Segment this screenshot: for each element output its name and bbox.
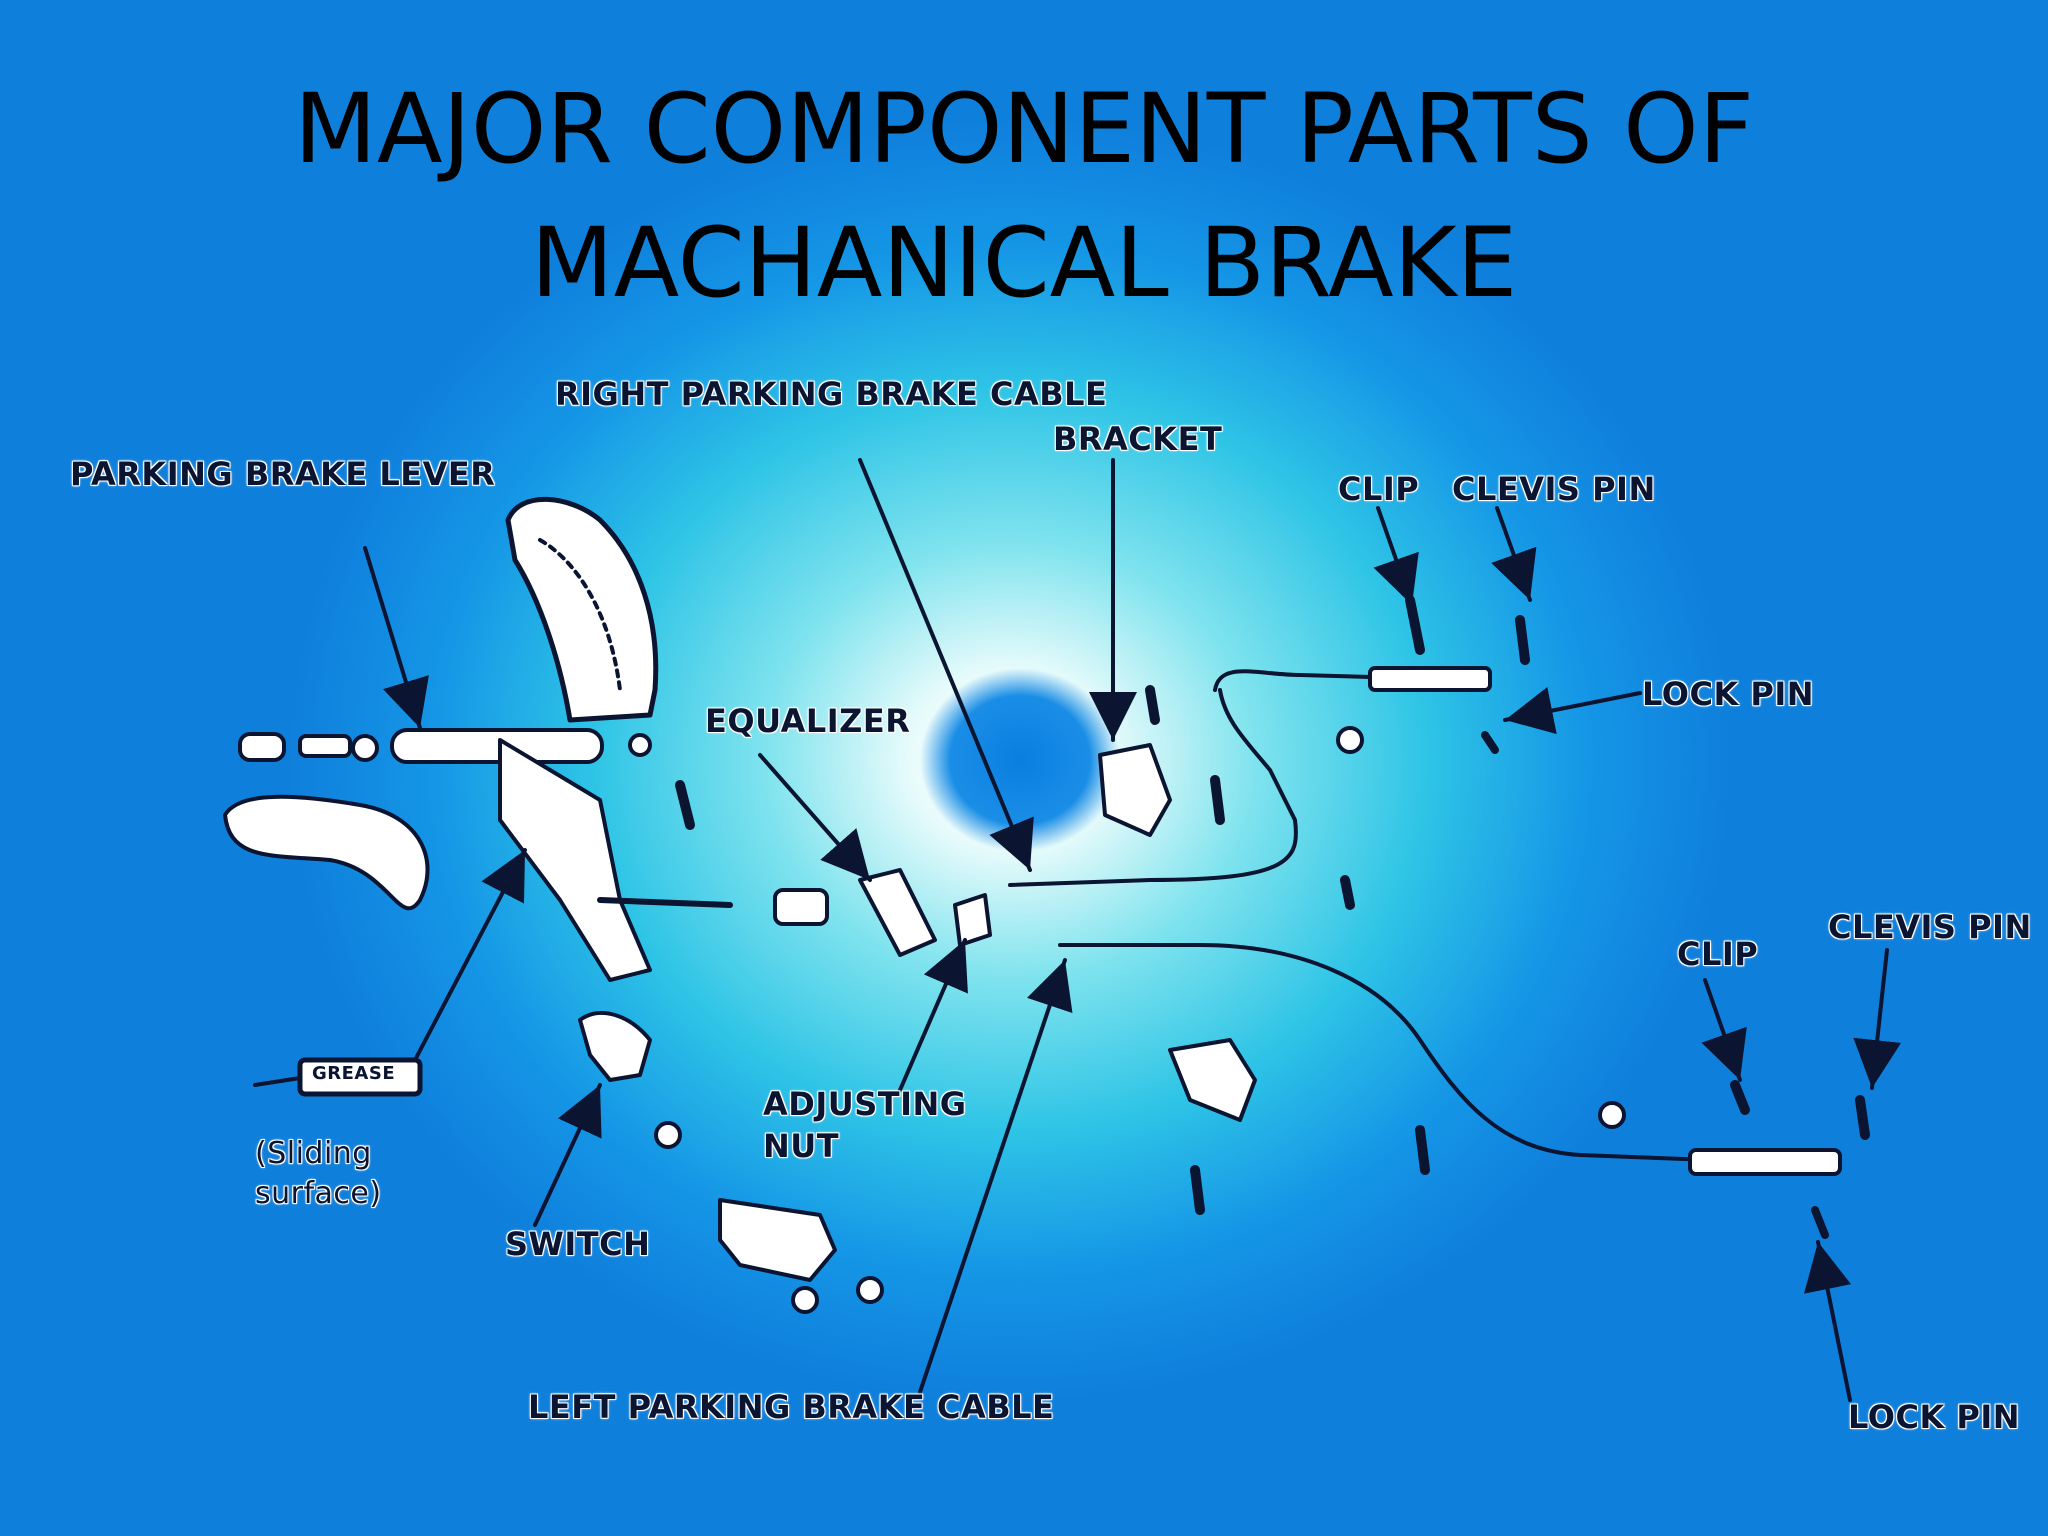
leader-lock-bottom — [1804, 1240, 1852, 1402]
label-adjusting-nut-1: ADJUSTING — [763, 1085, 967, 1123]
leader-clip-bottom — [1701, 978, 1747, 1082]
label-right-parking-brake-cable: RIGHT PARKING BRAKE CABLE — [555, 375, 1108, 413]
label-bracket: BRACKET — [1053, 420, 1223, 458]
equalizer-part — [773, 868, 937, 957]
label-grease: GREASE — [312, 1063, 396, 1084]
bracket-part — [1098, 743, 1172, 837]
center-spot — [920, 668, 1120, 852]
title-line-2: MACHANICAL BRAKE — [530, 207, 1518, 319]
title-line-1: MAJOR COMPONENT PARTS OF — [294, 73, 1754, 185]
label-switch: SWITCH — [505, 1225, 651, 1263]
page-title: MAJOR COMPONENT PARTS OF MACHANICAL BRAK… — [0, 62, 2048, 330]
label-lock-pin-top: LOCK PIN — [1642, 675, 1815, 713]
label-clip-bottom: CLIP — [1677, 935, 1759, 973]
clamp-part — [718, 1198, 837, 1282]
leader-adjusting — [898, 938, 968, 1092]
leader-clip-top — [1373, 506, 1419, 607]
leader-equalizer — [758, 753, 872, 882]
label-left-parking-brake-cable: LEFT PARKING BRAKE CABLE — [528, 1388, 1055, 1426]
parking-brake-lever — [223, 728, 733, 982]
label-equalizer: EQUALIZER — [705, 702, 911, 740]
label-sliding-surface-2: surface) — [255, 1176, 382, 1211]
leader-clevis-top — [1491, 506, 1537, 602]
leader-grease — [413, 848, 527, 1062]
leader-switch — [533, 1083, 602, 1227]
label-lock-pin-bottom: LOCK PIN — [1848, 1398, 2021, 1436]
label-adjusting-nut-2: NUT — [763, 1127, 840, 1165]
label-parking-brake-lever: PARKING BRAKE LEVER — [70, 455, 496, 493]
label-clevis-pin-bottom: CLEVIS PIN — [1828, 908, 2032, 946]
leader-clevis-bottom — [1853, 948, 1902, 1090]
lever-grip — [505, 496, 659, 723]
right-cable-line — [1008, 666, 1492, 887]
label-clevis-pin-top: CLEVIS PIN — [1452, 470, 1656, 508]
leader-lock-top — [1503, 687, 1642, 735]
grease-block — [253, 1057, 423, 1097]
leader-right-cable — [858, 458, 1034, 872]
label-sliding-surface-1: (Sliding — [255, 1136, 372, 1171]
leader-parking-lever — [363, 546, 429, 730]
adjusting-nut — [953, 893, 992, 947]
switch-part — [578, 1010, 652, 1082]
leader-left-cable — [918, 958, 1073, 1394]
left-cable-line — [1058, 943, 1842, 1176]
label-clip-top: CLIP — [1338, 470, 1420, 508]
